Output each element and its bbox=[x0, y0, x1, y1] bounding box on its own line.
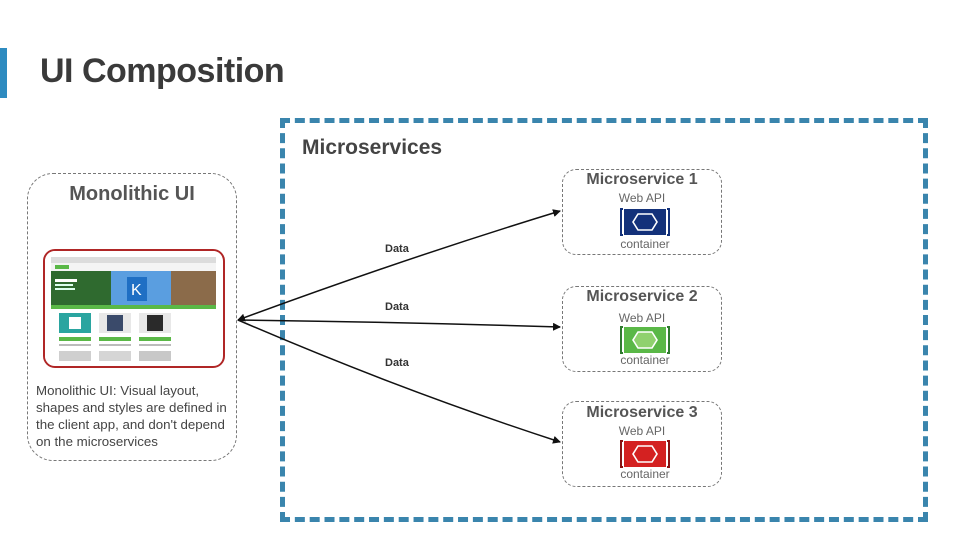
monolithic-ui-description: Monolithic UI: Visual layout, shapes and… bbox=[36, 383, 227, 449]
container-icon-3 bbox=[620, 440, 670, 468]
microservice-2-api-label: Web API bbox=[618, 311, 666, 325]
data-label-2: Data bbox=[385, 301, 409, 313]
slide-title: UI Composition bbox=[40, 52, 285, 90]
monolithic-ui-box bbox=[27, 173, 237, 461]
microservice-1-api-label: Web API bbox=[618, 191, 666, 205]
microservice-2-container-label: container bbox=[620, 353, 670, 367]
data-arrow-1 bbox=[237, 209, 561, 322]
title-accent-bar bbox=[0, 48, 7, 98]
data-arrow-2 bbox=[237, 319, 561, 331]
microservice-2-box bbox=[562, 286, 722, 372]
web-app-thumbnail: K bbox=[45, 251, 222, 365]
microservice-2-title: Microservice 2 bbox=[586, 288, 698, 305]
microservice-3-box bbox=[562, 401, 722, 487]
microservice-3-title: Microservice 3 bbox=[586, 404, 698, 421]
monolithic-ui-title: Monolithic UI bbox=[69, 183, 195, 205]
hexagon-icon-1 bbox=[632, 213, 658, 231]
microservices-title: Microservices bbox=[302, 136, 443, 159]
microservice-3-api-label: Web API bbox=[618, 424, 666, 438]
data-label-1: Data bbox=[385, 243, 409, 255]
data-arrow-3 bbox=[237, 319, 561, 444]
data-label-3: Data bbox=[385, 357, 409, 369]
hexagon-icon-2 bbox=[632, 331, 658, 349]
web-app-screenshot: K bbox=[43, 249, 225, 368]
microservice-1-title: Microservice 1 bbox=[586, 171, 698, 188]
container-icon-2 bbox=[620, 326, 670, 354]
hexagon-icon-3 bbox=[632, 445, 658, 463]
svg-text:K: K bbox=[131, 282, 142, 299]
microservice-1-container-label: container bbox=[620, 237, 670, 251]
microservice-3-container-label: container bbox=[620, 467, 670, 481]
microservice-1-box bbox=[562, 169, 722, 255]
container-icon-1 bbox=[620, 208, 670, 236]
